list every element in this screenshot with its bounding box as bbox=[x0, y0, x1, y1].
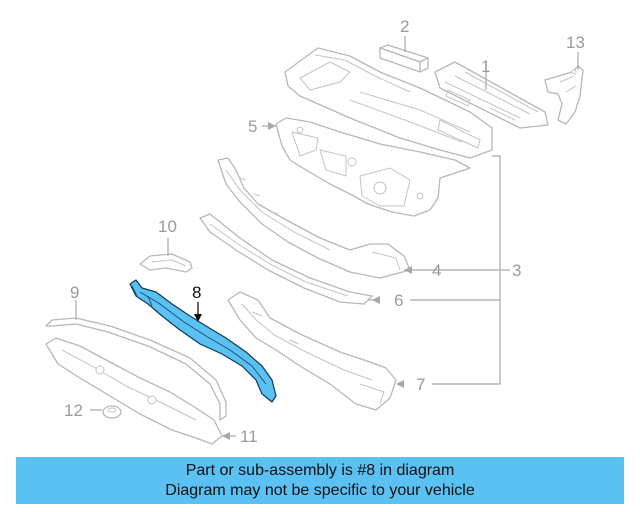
callout-12: 12 bbox=[64, 401, 83, 420]
callout-3-bracket bbox=[222, 122, 510, 440]
callout-5: 5 bbox=[248, 117, 257, 136]
callout-8: 8 bbox=[192, 283, 201, 302]
part-13-bracket bbox=[544, 52, 584, 125]
part-5-dash-panel bbox=[262, 117, 471, 217]
info-banner: Part or sub-assembly is #8 in diagram Di… bbox=[16, 457, 624, 504]
part-9-seal bbox=[45, 300, 227, 421]
callout-11: 11 bbox=[240, 427, 258, 446]
banner-line-disclaimer: Diagram may not be specific to your vehi… bbox=[165, 482, 475, 499]
callout-10: 10 bbox=[158, 217, 177, 236]
part-12-grommet bbox=[90, 405, 122, 419]
banner-line-part: Part or sub-assembly is #8 in diagram bbox=[185, 462, 455, 479]
callout-3: 3 bbox=[512, 261, 521, 280]
callout-9: 9 bbox=[70, 283, 79, 302]
callout-2: 2 bbox=[400, 17, 409, 36]
callout-6: 6 bbox=[394, 291, 403, 310]
part-1-cowl-top-panel bbox=[434, 61, 549, 129]
part-8-highlighted[interactable] bbox=[129, 279, 277, 403]
part-10-clip bbox=[139, 238, 193, 273]
part-7-lower-cowl bbox=[227, 291, 397, 411]
cowl-upper-structure bbox=[284, 47, 493, 159]
callout-4: 4 bbox=[432, 261, 441, 280]
part-11-lower-panel bbox=[45, 337, 236, 445]
part-4-cowl-panel bbox=[217, 157, 411, 279]
callout-1: 1 bbox=[481, 57, 490, 76]
parts-diagram: 1 2 3 4 5 6 7 8 9 10 11 12 13 bbox=[45, 17, 585, 446]
callout-7: 7 bbox=[416, 375, 425, 394]
callout-13: 13 bbox=[566, 33, 585, 52]
part-2-block bbox=[379, 36, 429, 73]
